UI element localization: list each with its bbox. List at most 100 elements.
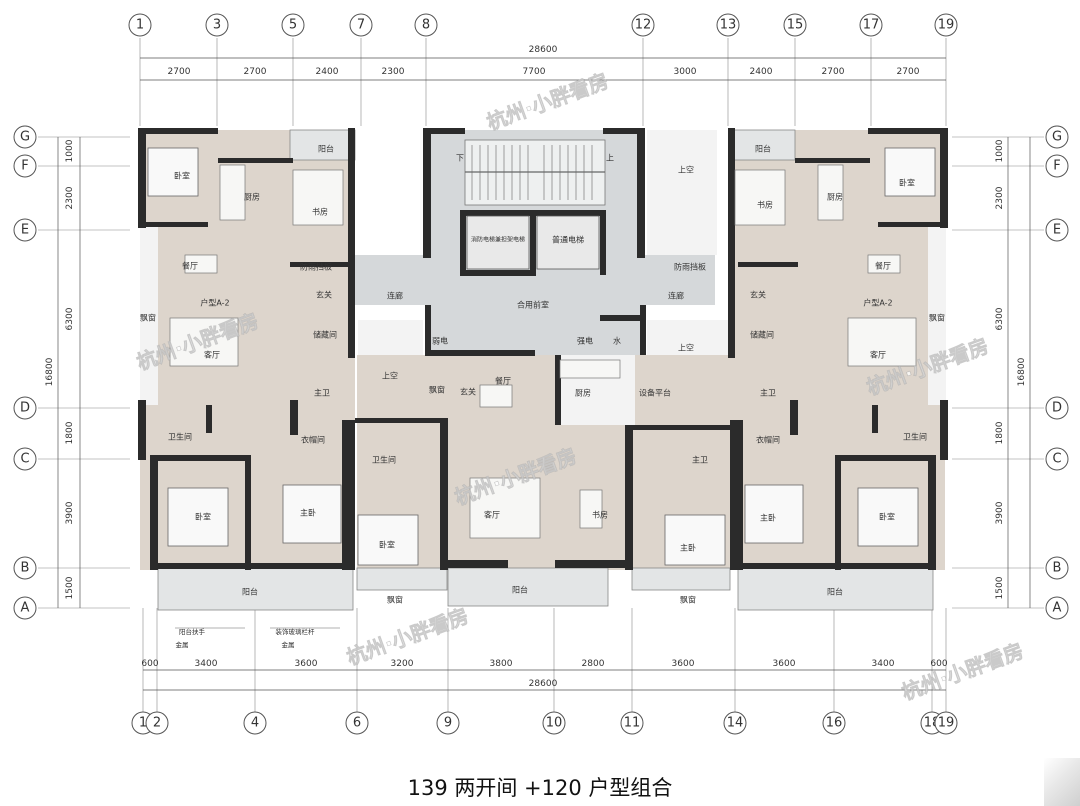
right-dim-3: 6300	[995, 307, 1005, 330]
bottom-axis-bubbles: 1 2 4 6 9 10 11 14 16 18 19	[131, 711, 958, 735]
svg-text:4: 4	[251, 716, 259, 731]
axis-bubble-right-D: D	[1045, 396, 1069, 420]
furniture	[147, 147, 936, 566]
right-kitchen: 厨房	[827, 192, 843, 202]
svg-text:B: B	[21, 561, 30, 576]
left-kitchen: 厨房	[244, 192, 260, 202]
svg-text:8: 8	[422, 18, 430, 33]
middle-living: 客厅	[484, 510, 500, 520]
top-dim-6: 3000	[674, 67, 697, 77]
right-master-bath: 主卫	[760, 388, 776, 398]
right-unit-labels: 卧室 厨房 书房 阳台 餐厅 防雨挡板 户型A-2 玄关 客厅 储藏间 飘窗 主…	[674, 144, 945, 597]
svg-text:D: D	[1052, 401, 1062, 416]
left-dim-4: 1800	[65, 421, 75, 444]
middle-bathroom: 卫生间	[372, 455, 396, 465]
axis-bubble-right-F: F	[1045, 154, 1069, 178]
left-study-small: 书房	[312, 207, 328, 217]
middle-balcony: 阳台	[512, 585, 528, 595]
left-total-dim: 16800	[45, 357, 55, 386]
svg-text:1: 1	[136, 18, 144, 33]
axis-bubble-top-15: 15	[783, 13, 807, 37]
svg-text:7: 7	[357, 18, 365, 33]
left-bedroom-nw: 卧室	[174, 171, 190, 181]
top-dim-1: 2700	[168, 67, 191, 77]
core-lobby: 合用前室	[517, 300, 549, 310]
left-axis-bubbles: G F E D C B A	[13, 125, 37, 620]
left-closet: 衣帽间	[301, 435, 325, 445]
bottom-dim-3: 3600	[295, 659, 318, 669]
elevators: 消防电梯兼担架电梯 普通电梯	[466, 215, 600, 270]
svg-text:E: E	[1053, 223, 1061, 238]
left-balcony-top: 阳台	[318, 144, 334, 154]
top-total-dim: 28600	[529, 45, 558, 55]
left-dim-5: 3900	[65, 501, 75, 524]
right-bathroom: 卫生间	[903, 432, 927, 442]
watermark-6: 杭州·小胖看房	[899, 639, 1027, 705]
axis-bubble-top-7: 7	[349, 13, 373, 37]
right-storage: 储藏间	[750, 330, 774, 340]
left-dim-1: 1000	[65, 139, 75, 162]
right-dim-1: 1000	[995, 139, 1005, 162]
top-dim-3: 2400	[316, 67, 339, 77]
svg-text:6: 6	[353, 716, 361, 731]
right-total-dim: 16800	[1017, 357, 1027, 386]
dimension-lines	[57, 57, 1031, 691]
core-labels: 连廊 连廊 合用前室 弱电 强电 水 上空 上空 上空	[382, 165, 694, 381]
walls	[138, 128, 948, 570]
svg-text:15: 15	[787, 18, 804, 33]
bottom-dim-6: 2800	[582, 659, 605, 669]
top-dim-4: 2300	[382, 67, 405, 77]
right-unit-type: 户型A-2	[863, 298, 892, 308]
right-bedroom-se: 卧室	[879, 512, 895, 522]
stair-up-label: 上	[606, 154, 614, 163]
left-unit-type: 户型A-2	[200, 298, 229, 308]
top-dim-2: 2700	[244, 67, 267, 77]
svg-text:3: 3	[213, 18, 221, 33]
right-dim-6: 1500	[995, 576, 1005, 599]
axis-bubble-top-19: 19	[934, 13, 958, 37]
svg-text:17: 17	[863, 18, 880, 33]
left-living: 客厅	[204, 350, 220, 360]
axis-bubble-right-B: B	[1045, 556, 1069, 580]
bottom-dim-2: 3400	[195, 659, 218, 669]
axis-bubble-bottom-14: 14	[723, 711, 747, 735]
axis-bubble-bottom-19: 19	[934, 711, 958, 735]
bottom-dim-10: 600	[930, 659, 947, 669]
middle-kitchen: 厨房	[575, 388, 591, 398]
middle-study: 书房	[592, 510, 608, 520]
svg-text:A: A	[21, 601, 30, 616]
right-closet: 衣帽间	[756, 435, 780, 445]
middle-bedroom: 卧室	[379, 540, 395, 550]
right-entry: 玄关	[750, 290, 766, 300]
axis-bubble-left-G: G	[13, 125, 37, 149]
svg-text:19: 19	[938, 18, 955, 33]
right-dimensions: 1000 2300 6300 1800 3900 1500 16800	[995, 139, 1027, 599]
right-balcony-bottom: 阳台	[827, 587, 843, 597]
middle-dining: 餐厅	[495, 377, 511, 386]
middle-bay-small: 飘窗	[429, 385, 445, 395]
middle-master-bedroom: 主卧	[680, 543, 696, 553]
core-corridor-right: 连廊	[668, 291, 684, 301]
axis-bubble-top-13: 13	[716, 13, 740, 37]
core-strong-power: 强电	[577, 336, 593, 346]
bottom-dim-8: 3600	[773, 659, 796, 669]
axis-bubble-right-A: A	[1045, 596, 1069, 620]
middle-bay-right: 飘窗	[680, 595, 696, 605]
bottom-dim-9: 3400	[872, 659, 895, 669]
svg-text:F: F	[21, 159, 28, 174]
axis-bubble-bottom-10: 10	[542, 711, 566, 735]
left-bay-window: 飘窗	[140, 313, 156, 323]
middle-master-bath: 主卫	[692, 455, 708, 465]
right-bay-window: 飘窗	[929, 313, 945, 323]
left-dim-2: 2300	[65, 186, 75, 209]
core-void-left: 上空	[382, 371, 398, 381]
note-rail-1: 阳台扶手	[179, 627, 206, 636]
svg-text:2: 2	[153, 716, 161, 731]
right-study-small: 书房	[757, 200, 773, 210]
middle-bay-left: 飘窗	[387, 595, 403, 605]
axis-bubble-top-17: 17	[859, 13, 883, 37]
core-void-top: 上空	[678, 165, 694, 175]
left-bathroom: 卫生间	[168, 432, 192, 442]
right-dim-4: 1800	[995, 421, 1005, 444]
